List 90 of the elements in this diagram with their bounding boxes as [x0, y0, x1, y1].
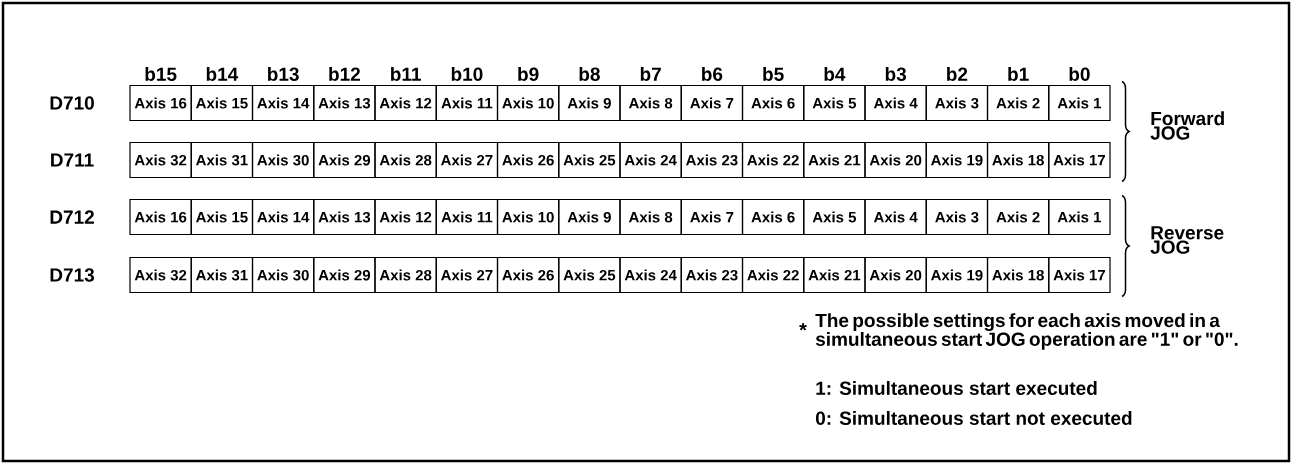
table-cell: Axis 25	[558, 141, 621, 179]
bit-label: b1	[1008, 67, 1029, 81]
bit-label: b11	[391, 67, 421, 81]
bit-label: b4	[824, 67, 846, 81]
bit-label: b15	[145, 67, 177, 81]
table-cell: Axis 31	[190, 141, 254, 179]
table-cell: Axis 10	[496, 84, 560, 122]
table-cell: Axis 8	[619, 198, 682, 236]
table-cell: Axis 22	[741, 141, 805, 179]
register-label: D712	[50, 210, 94, 224]
table-cell: Axis 13	[313, 84, 376, 122]
table-cell: Axis 19	[925, 141, 989, 179]
table-cell: Axis 6	[741, 84, 805, 122]
table-cell: Axis 29	[313, 256, 376, 294]
bit-label: b6	[702, 67, 723, 81]
table-cell: Axis 14	[251, 84, 315, 122]
table-cell: Axis 6	[741, 198, 805, 236]
table-cell: Axis 12	[374, 198, 437, 236]
table-cell: Axis 1	[1048, 198, 1111, 236]
table-cell: Axis 12	[374, 84, 437, 122]
table-cell: Axis 1	[1048, 84, 1111, 122]
table-cell: Axis 11	[435, 84, 499, 122]
bit-label: b0	[1069, 67, 1090, 81]
bit-label: b3	[885, 67, 907, 81]
table-cell: Axis 3	[925, 198, 989, 236]
bit-label: b8	[579, 67, 600, 81]
table-cell: Axis 3	[925, 84, 989, 122]
table-cell: Axis 10	[496, 198, 560, 236]
table-cell: Axis 15	[190, 84, 254, 122]
table-cell: Axis 7	[680, 198, 744, 236]
table-cell: Axis 11	[435, 198, 499, 236]
table-cell: Axis 30	[251, 141, 315, 179]
table-cell: Axis 18	[986, 141, 1050, 179]
table-cell: Axis 14	[251, 198, 315, 236]
table-cell: Axis 29	[313, 141, 376, 179]
table-cell: Axis 23	[680, 141, 744, 179]
table-cell: Axis 21	[803, 141, 866, 179]
table-cell: Axis 22	[741, 256, 805, 294]
bit-label: b5	[763, 67, 784, 81]
table-cell: Axis 26	[496, 141, 560, 179]
table-cell: Axis 28	[374, 256, 437, 294]
table-cell: Axis 28	[374, 141, 437, 179]
asterisk: *	[799, 323, 807, 331]
table-cell: Axis 24	[619, 141, 682, 179]
table-cell: Axis 26	[496, 256, 560, 294]
bit-label: b14	[206, 67, 239, 81]
bit-label: b10	[451, 67, 483, 81]
table-cell: Axis 24	[619, 256, 682, 294]
table-cell: Axis 9	[558, 84, 621, 122]
register-label: D711	[51, 153, 94, 167]
table-cell: Axis 17	[1048, 141, 1111, 179]
table-cell: Axis 2	[986, 198, 1050, 236]
table-cell: Axis 2	[986, 84, 1050, 122]
table-cell: Axis 31	[190, 256, 254, 294]
bit-label: b13	[268, 67, 299, 81]
table-cell: Axis 32	[129, 256, 192, 294]
table-cell: Axis 4	[864, 198, 927, 236]
bit-label: b9	[518, 67, 539, 81]
table-cell: Axis 27	[435, 141, 499, 179]
table-cell: Axis 8	[619, 84, 682, 122]
table-cell: Axis 32	[129, 141, 192, 179]
table-cell: Axis 13	[313, 198, 376, 236]
register-label: D713	[50, 268, 94, 282]
note-text: 0: Simultaneous start not executed	[815, 411, 1132, 425]
table-cell: Axis 21	[803, 256, 866, 294]
table-cell: Axis 18	[986, 256, 1050, 294]
table-cell: Axis 16	[129, 198, 192, 236]
bit-label: b7	[640, 67, 661, 81]
table-cell: Axis 5	[803, 198, 866, 236]
group-label: Reverse JOG	[1150, 226, 1224, 254]
table-cell: Axis 23	[680, 256, 744, 294]
table-cell: Axis 9	[558, 198, 621, 236]
table-cell: Axis 17	[1048, 256, 1111, 294]
table-cell: Axis 19	[925, 256, 989, 294]
table-cell: Axis 4	[864, 84, 927, 122]
note-text: The possible settings for each axis moved in a simultaneous start JOG operation are "1" or "0".	[815, 313, 1238, 350]
table-cell: Axis 20	[864, 141, 927, 179]
table-cell: Axis 5	[803, 84, 866, 122]
group-label: Forward JOG	[1150, 111, 1224, 140]
table-cell: Axis 27	[435, 256, 499, 294]
register-label: D710	[50, 96, 94, 110]
table-cell: Axis 16	[129, 84, 192, 122]
table-cell: Axis 7	[680, 84, 744, 122]
bit-label: b12	[329, 67, 360, 81]
table-cell: Axis 25	[558, 256, 621, 294]
table-cell: Axis 30	[251, 256, 315, 294]
note-text: 1: Simultaneous start executed	[816, 381, 1097, 395]
bit-label: b2	[947, 67, 968, 81]
table-cell: Axis 15	[190, 198, 254, 236]
table-cell: Axis 20	[864, 256, 927, 294]
